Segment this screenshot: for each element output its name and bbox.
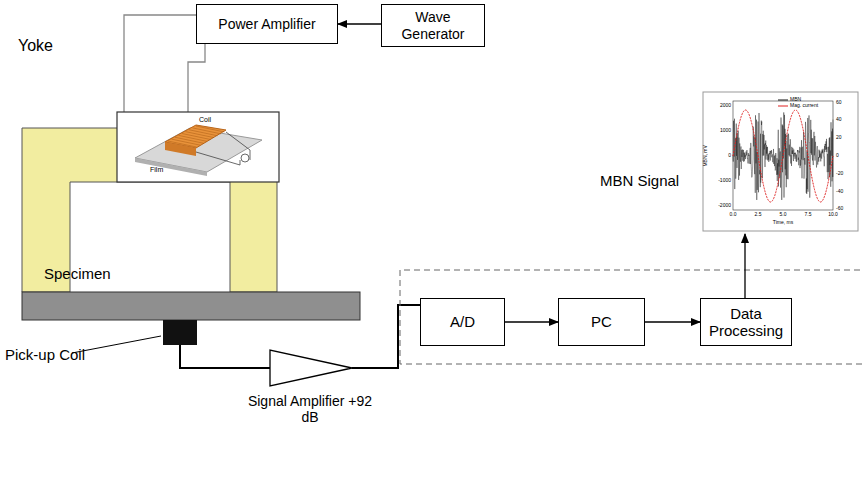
tick-label: 5.0 <box>773 212 793 218</box>
coil-winding <box>168 141 197 147</box>
signal-wire <box>352 305 420 368</box>
tick-label: 2.5 <box>748 212 768 218</box>
processing-frame <box>400 270 862 364</box>
tick-label: 60 <box>836 100 842 106</box>
tick-label: -40 <box>836 189 843 195</box>
coil-leads <box>196 132 250 165</box>
part-label: Pick-up Coil <box>5 346 85 363</box>
coil-inset <box>117 112 279 182</box>
part-label: Yoke <box>18 37 53 55</box>
tick-label: 40 <box>836 117 842 123</box>
axis-title: Time, ms <box>763 220 803 226</box>
coil-side <box>165 142 196 156</box>
pick-up-coil <box>163 320 197 345</box>
coil-winding <box>186 132 215 138</box>
current-trace <box>733 110 833 202</box>
process-box: PC <box>558 298 645 346</box>
amplifier-symbol <box>270 350 352 386</box>
box-label: Power Amplifier <box>218 16 315 32</box>
tick-label: 7.5 <box>798 212 818 218</box>
box-label: PC <box>591 313 612 330</box>
power-wire <box>124 15 196 112</box>
part-label: Specimen <box>44 265 111 282</box>
tick-label: 20 <box>836 135 842 141</box>
coil-winding <box>175 137 204 143</box>
power-wire <box>188 44 205 112</box>
legend-label: MBN <box>790 97 801 103</box>
coil-winding <box>193 128 222 134</box>
coil-winding <box>179 135 208 141</box>
tick-label: 0 <box>836 153 839 159</box>
process-box: Power Amplifier <box>196 4 338 44</box>
part-label: Signal Amplifier +92 dB <box>245 393 375 425</box>
axis-title: MBN, mV <box>703 136 709 176</box>
output-arrow <box>744 234 745 298</box>
coil-winding <box>196 126 225 132</box>
coil-winding <box>189 130 218 136</box>
tick-label: 0.0 <box>723 212 743 218</box>
legend-label: Mag. current <box>790 103 818 109</box>
legend-sample <box>778 106 788 107</box>
coil-winding <box>182 134 211 140</box>
tick-label: 0 <box>706 153 731 159</box>
connector-arrow <box>645 321 700 322</box>
yoke <box>22 128 277 292</box>
tick-label: 2000 <box>706 103 731 109</box>
signal-wire <box>180 345 270 368</box>
process-box: Wave Generator <box>381 4 485 47</box>
plot-title: MBN Signal <box>600 172 679 189</box>
specimen <box>22 292 360 320</box>
plot-frame <box>703 92 858 231</box>
tick-label: -20 <box>836 171 843 177</box>
process-box: A/D <box>420 298 505 346</box>
meter-symbol <box>241 154 249 162</box>
inset-label: Coil <box>199 116 211 124</box>
leader-line <box>72 336 161 353</box>
inset-label: Film <box>150 166 163 174</box>
tick-label: -2000 <box>706 203 731 209</box>
film-edge <box>135 158 207 176</box>
connector-arrow <box>338 23 381 24</box>
tick-label: 1000 <box>706 128 731 134</box>
box-label: A/D <box>450 313 475 330</box>
connector-arrow <box>505 321 558 322</box>
process-box: Data Processing <box>700 298 792 346</box>
tick-label: -60 <box>836 206 843 212</box>
plot-axes <box>733 101 833 210</box>
coil-winding <box>172 139 201 145</box>
box-label: Wave Generator <box>388 9 478 41</box>
tick-label: 10.0 <box>823 212 843 218</box>
box-label: Data Processing <box>707 305 785 340</box>
legend-sample <box>778 100 788 101</box>
tick-label: -1000 <box>706 178 731 184</box>
